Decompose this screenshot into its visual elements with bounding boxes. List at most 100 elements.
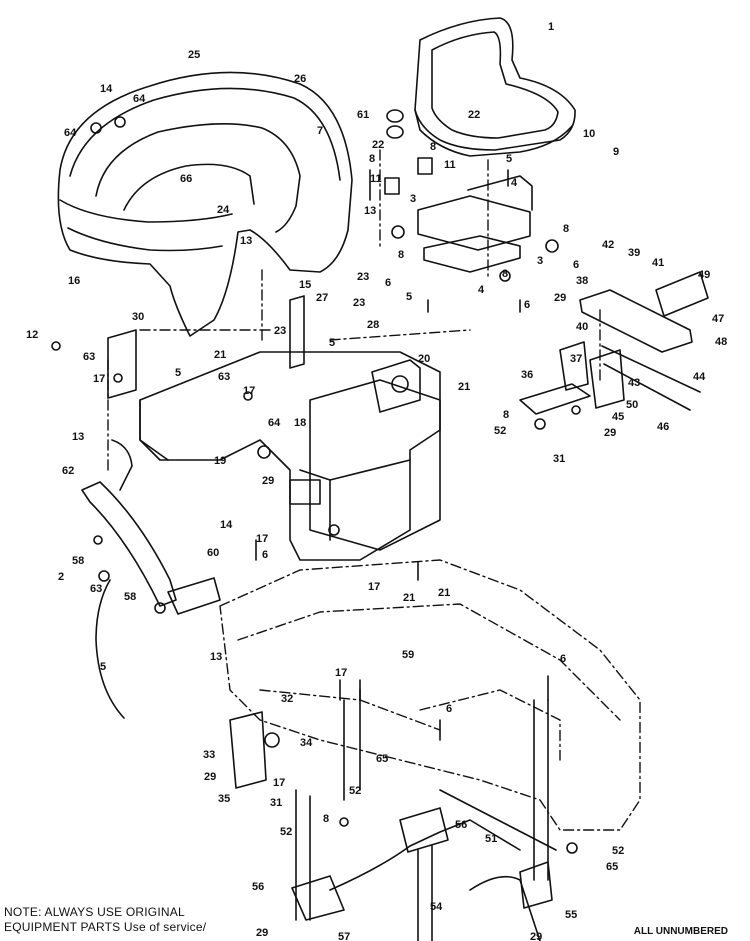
callout-14: 14 bbox=[220, 519, 233, 531]
callout-26: 26 bbox=[294, 73, 306, 85]
callout-13: 13 bbox=[72, 431, 84, 443]
callout-63: 63 bbox=[83, 351, 95, 363]
callout-40: 40 bbox=[576, 321, 588, 333]
callout-11: 11 bbox=[370, 173, 382, 185]
callout-64: 64 bbox=[268, 417, 281, 429]
callout-60: 60 bbox=[207, 547, 219, 559]
callout-17: 17 bbox=[256, 533, 268, 545]
callout-64: 64 bbox=[133, 93, 146, 105]
note-line-1: NOTE: ALWAYS USE ORIGINAL bbox=[4, 905, 185, 919]
callout-17: 17 bbox=[93, 373, 105, 385]
callout-12: 12 bbox=[26, 329, 38, 341]
callout-29: 29 bbox=[262, 475, 274, 487]
callout-22: 22 bbox=[468, 109, 480, 121]
callout-56: 56 bbox=[252, 881, 264, 893]
callout-19: 19 bbox=[214, 455, 226, 467]
callout-50: 50 bbox=[626, 399, 638, 411]
callout-64: 64 bbox=[64, 127, 77, 139]
callout-4: 4 bbox=[478, 284, 485, 296]
callout-5: 5 bbox=[406, 291, 412, 303]
callout-57: 57 bbox=[338, 931, 350, 941]
callout-29: 29 bbox=[604, 427, 616, 439]
callout-6: 6 bbox=[573, 259, 579, 271]
callout-63: 63 bbox=[90, 583, 102, 595]
callout-52: 52 bbox=[349, 785, 361, 797]
callout-62: 62 bbox=[62, 465, 74, 477]
seat-bracket-drawing bbox=[384, 109, 559, 282]
callout-35: 35 bbox=[218, 793, 230, 805]
callout-8: 8 bbox=[563, 223, 569, 235]
callout-52: 52 bbox=[612, 845, 624, 857]
callout-14: 14 bbox=[100, 83, 113, 95]
callout-8: 8 bbox=[369, 153, 375, 165]
callout-33: 33 bbox=[203, 749, 215, 761]
callout-23: 23 bbox=[274, 325, 286, 337]
callout-21: 21 bbox=[403, 592, 415, 604]
callout-25: 25 bbox=[188, 49, 200, 61]
callout-58: 58 bbox=[72, 555, 84, 567]
callout-8: 8 bbox=[502, 268, 508, 280]
callout-51: 51 bbox=[485, 833, 497, 845]
callout-17: 17 bbox=[368, 581, 380, 593]
callout-31: 31 bbox=[270, 797, 282, 809]
callout-6: 6 bbox=[262, 549, 268, 561]
callout-8: 8 bbox=[323, 813, 329, 825]
callout-29: 29 bbox=[530, 931, 542, 941]
callout-2: 2 bbox=[58, 571, 64, 583]
callout-17: 17 bbox=[335, 667, 347, 679]
callout-21: 21 bbox=[438, 587, 450, 599]
callout-52: 52 bbox=[494, 425, 506, 437]
callout-49: 49 bbox=[698, 269, 710, 281]
callout-45: 45 bbox=[612, 411, 624, 423]
callout-37: 37 bbox=[570, 353, 582, 365]
callout-5: 5 bbox=[329, 337, 335, 349]
callout-22: 22 bbox=[372, 139, 384, 151]
callout-17: 17 bbox=[243, 385, 255, 397]
callout-15: 15 bbox=[299, 279, 311, 291]
callout-42: 42 bbox=[602, 239, 614, 251]
callout-43: 43 bbox=[628, 377, 640, 389]
callout-21: 21 bbox=[214, 349, 226, 361]
callout-3: 3 bbox=[410, 193, 416, 205]
callout-3: 3 bbox=[537, 255, 543, 267]
linkage-drawing bbox=[519, 271, 709, 430]
callout-38: 38 bbox=[576, 275, 588, 287]
note-text: NOTE: ALWAYS USE ORIGINAL EQUIPMENT PART… bbox=[4, 905, 206, 935]
seat-drawing bbox=[414, 17, 576, 157]
callout-31: 31 bbox=[553, 453, 565, 465]
callout-61: 61 bbox=[357, 109, 369, 121]
callout-34: 34 bbox=[300, 737, 313, 749]
callout-27: 27 bbox=[316, 292, 328, 304]
callout-52: 52 bbox=[280, 826, 292, 838]
callout-44: 44 bbox=[693, 371, 706, 383]
callout-29: 29 bbox=[554, 292, 566, 304]
callout-23: 23 bbox=[353, 297, 365, 309]
callout-4: 4 bbox=[511, 177, 518, 189]
callout-18: 18 bbox=[294, 417, 306, 429]
frame-tower-drawing bbox=[139, 295, 441, 561]
callout-30: 30 bbox=[132, 311, 144, 323]
callout-66: 66 bbox=[180, 173, 192, 185]
callout-63: 63 bbox=[218, 371, 230, 383]
note-line-2: EQUIPMENT PARTS Use of service/ bbox=[4, 920, 207, 934]
callout-32: 32 bbox=[281, 693, 293, 705]
callout-5: 5 bbox=[506, 153, 512, 165]
callout-54: 54 bbox=[430, 901, 443, 913]
callout-10: 10 bbox=[583, 128, 595, 140]
callout-5: 5 bbox=[175, 367, 181, 379]
callout-13: 13 bbox=[240, 235, 252, 247]
callout-29: 29 bbox=[256, 927, 268, 939]
callout-5: 5 bbox=[100, 661, 106, 673]
callout-21: 21 bbox=[458, 381, 470, 393]
callout-59: 59 bbox=[402, 649, 414, 661]
callout-1: 1 bbox=[548, 21, 554, 33]
hardware-drawing bbox=[51, 116, 578, 854]
callout-11: 11 bbox=[444, 159, 456, 171]
chassis-outline-drawing bbox=[107, 149, 641, 831]
callout-58: 58 bbox=[124, 591, 136, 603]
callout-41: 41 bbox=[652, 257, 664, 269]
callout-65: 65 bbox=[376, 753, 388, 765]
callout-39: 39 bbox=[628, 247, 640, 259]
callout-8: 8 bbox=[398, 249, 404, 261]
